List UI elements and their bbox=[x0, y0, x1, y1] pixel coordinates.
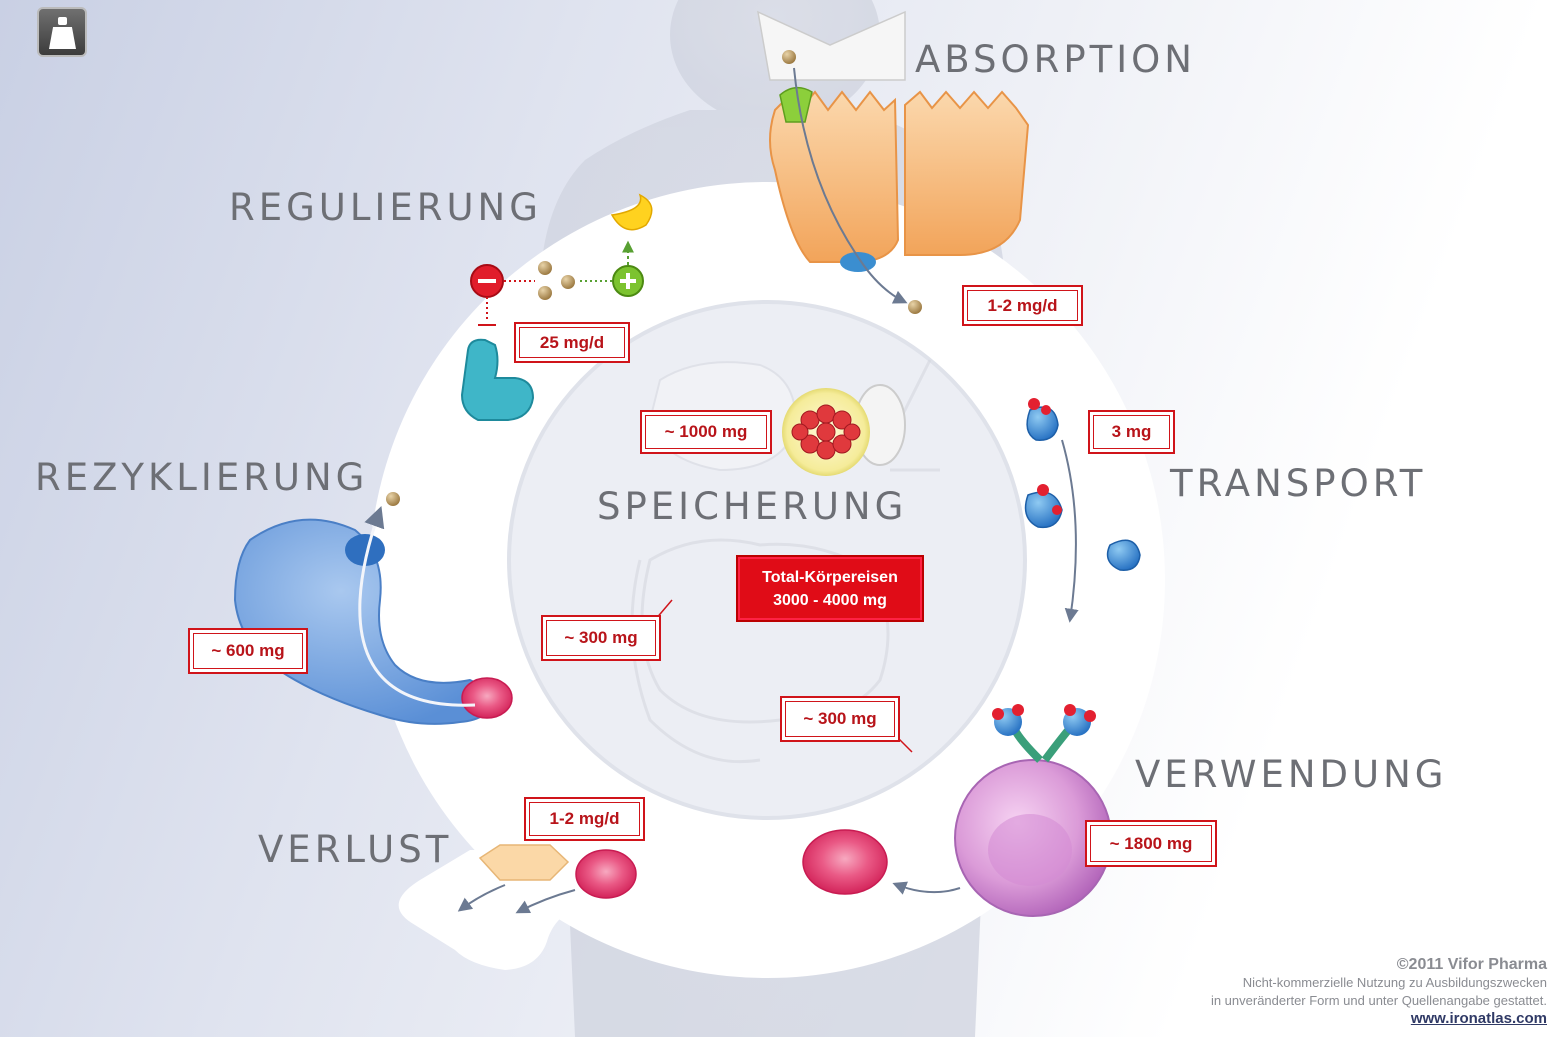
value-absorption: 1-2 mg/d bbox=[962, 285, 1083, 326]
copyright-block: ©2011 Vifor Pharma Nicht-kommerzielle Nu… bbox=[1211, 956, 1547, 1027]
copyright-text: ©2011 Vifor Pharma bbox=[1396, 956, 1547, 973]
title-absorption: ABSORPTION bbox=[915, 38, 1196, 81]
license-line-1: Nicht-kommerzielle Nutzung zu Ausbildung… bbox=[1242, 975, 1547, 990]
title-transport: TRANSPORT bbox=[1170, 462, 1427, 505]
title-speicherung: SPEICHERUNG bbox=[597, 485, 908, 528]
regulation-graphics bbox=[460, 193, 653, 421]
liver-ferritin bbox=[782, 384, 906, 476]
erythroblast bbox=[802, 704, 1112, 917]
transferrin-molecules bbox=[1024, 398, 1141, 623]
title-regulierung: REGULIERUNG bbox=[229, 186, 542, 229]
title-verwendung: VERWENDUNG bbox=[1135, 753, 1448, 796]
total-line1: Total-Körpereisen bbox=[762, 568, 898, 586]
value-regulierung: 25 mg/d bbox=[514, 322, 630, 363]
loss-graphics bbox=[457, 844, 637, 914]
license-line-2: in unveränderter Form und unter Quellena… bbox=[1210, 993, 1547, 1008]
info-icon-body bbox=[49, 27, 76, 49]
total-body-iron-box: Total-Körpereisen 3000 - 4000 mg bbox=[736, 555, 924, 622]
info-weight-icon[interactable] bbox=[37, 7, 87, 57]
value-verwendung: ~ 1800 mg bbox=[1085, 820, 1217, 867]
value-transport: 3 mg bbox=[1088, 410, 1175, 454]
value-liver: ~ 1000 mg bbox=[640, 410, 772, 454]
title-verlust: VERLUST bbox=[258, 828, 453, 871]
value-rezyklierung: ~ 600 mg bbox=[188, 628, 308, 674]
value-storage-left: ~ 300 mg bbox=[541, 615, 661, 661]
source-link[interactable]: www.ironatlas.com bbox=[1410, 1010, 1547, 1027]
enterocyte-cells bbox=[757, 10, 1030, 314]
value-verlust: 1-2 mg/d bbox=[524, 797, 645, 841]
value-storage-right: ~ 300 mg bbox=[780, 696, 900, 742]
total-line2: 3000 - 4000 mg bbox=[773, 591, 887, 609]
info-icon-head bbox=[58, 17, 67, 25]
title-rezyklierung: REZYKLIERUNG bbox=[35, 456, 369, 499]
